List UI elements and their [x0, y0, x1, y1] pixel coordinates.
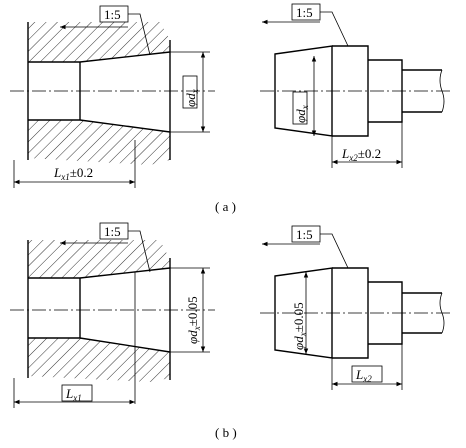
panel-b-hole-length-label: Lx1	[65, 386, 82, 403]
panel-b-shaft-dia-label: φdx±0.05	[291, 302, 308, 350]
panel-a-tapered-hole: φdx Lx1±0.2 1:5	[10, 5, 215, 188]
panel-b-hole-dia-label: φdx±0.05	[185, 296, 202, 344]
panel-a-shaft-taper-label: 1:5	[296, 5, 313, 20]
panel-a-hole-dia-label: φdx	[183, 89, 200, 107]
panel-b-shaft-taper-label: 1:5	[296, 227, 313, 242]
panel-b-hole-taper-label: 1:5	[104, 224, 121, 239]
panel-b-caption: ( b )	[215, 425, 237, 440]
panel-a-shaft-length-label: Lx2±0.2	[341, 146, 381, 163]
panel-b-tapered-hole: φdx±0.05 Lx1 1:5	[10, 222, 215, 408]
panel-b-shaft-length-label: Lx2	[355, 367, 372, 384]
panel-a-hole-taper-label: 1:5	[104, 7, 121, 22]
panel-a-tapered-shaft: φdx Lx2±0.2 1:5	[260, 3, 450, 168]
panel-a-shaft-dia-label: φdx	[293, 105, 310, 123]
panel-a-hole-length-label: Lx1±0.2	[53, 165, 93, 182]
panel-b-tapered-shaft: φdx±0.05 Lx2 1:5	[260, 225, 450, 390]
panel-a-caption: ( a )	[215, 199, 236, 214]
